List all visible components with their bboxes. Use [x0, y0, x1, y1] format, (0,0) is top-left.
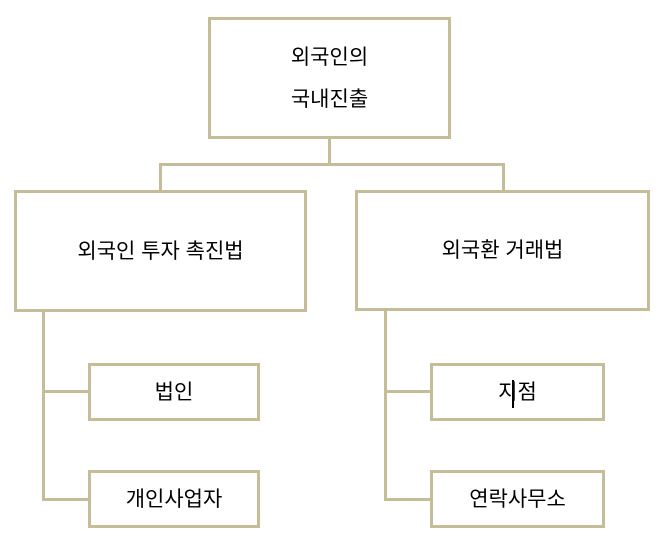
node-leaf-corporation[interactable]: 법인: [88, 363, 260, 421]
node-leaf-label: 개인사업자: [125, 487, 223, 511]
node-leaf-individual-business[interactable]: 개인사업자: [88, 470, 260, 528]
node-leaf-branch-office[interactable]: 지점: [430, 363, 605, 421]
node-branch-foreign-exchange-act[interactable]: 외국환 거래법: [355, 190, 650, 311]
connector-right-stub-2: [384, 498, 430, 501]
node-leaf-label: 연락사무소: [469, 487, 566, 511]
node-branch-investment-promotion-act[interactable]: 외국인 투자 촉진법: [14, 190, 307, 312]
node-branch-label: 외국환 거래법: [441, 239, 564, 262]
connector-right-stub-1: [384, 390, 430, 393]
node-root-label-line2: 국내진출: [290, 87, 369, 111]
connector-top-horizontal: [159, 163, 505, 166]
text-edit-caret: [512, 380, 514, 408]
node-branch-label: 외국인 투자 촉진법: [77, 239, 244, 263]
connector-left-stub-2: [42, 498, 88, 501]
node-root-label-line1: 외국인의: [290, 45, 369, 69]
connector-left-stub-1: [42, 390, 88, 393]
node-leaf-label: 법인: [154, 380, 194, 404]
connector-root-drop: [328, 139, 331, 166]
connector-right-branch-drop: [502, 163, 505, 190]
node-leaf-label: 지점: [498, 380, 537, 404]
node-root[interactable]: 외국인의 국내진출: [208, 17, 451, 139]
connector-left-trunk: [42, 312, 45, 501]
connector-right-trunk: [384, 311, 387, 501]
connector-left-branch-drop: [159, 163, 162, 190]
node-leaf-liaison-office[interactable]: 연락사무소: [430, 470, 605, 528]
